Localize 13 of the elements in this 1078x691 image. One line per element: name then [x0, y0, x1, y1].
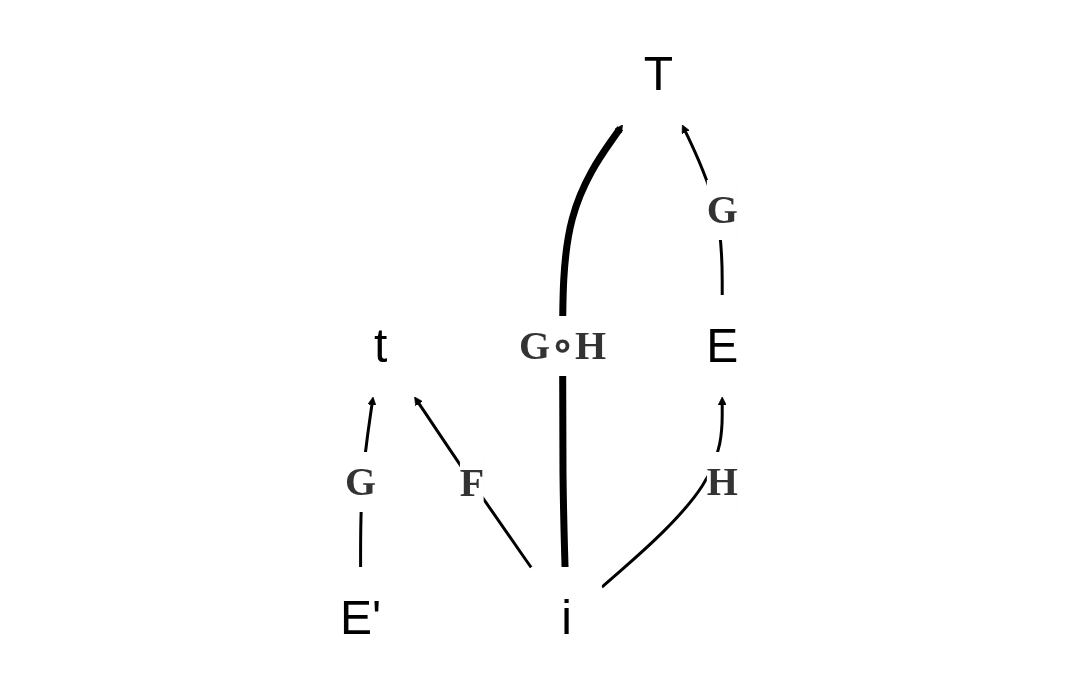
- node-text: t: [373, 318, 388, 372]
- edge-label: F: [459, 459, 485, 505]
- node-text: i: [561, 590, 572, 644]
- node-text: T: [643, 46, 674, 100]
- node-text: E': [339, 590, 382, 644]
- arrow: [414, 396, 533, 568]
- edge-label: G: [344, 458, 377, 504]
- edge-label: G∘H: [518, 322, 607, 368]
- node-text: E: [706, 318, 739, 372]
- edge-label: G: [706, 186, 738, 232]
- arrow: [559, 124, 623, 567]
- edge-label: H: [706, 458, 738, 504]
- arrow: [600, 396, 727, 588]
